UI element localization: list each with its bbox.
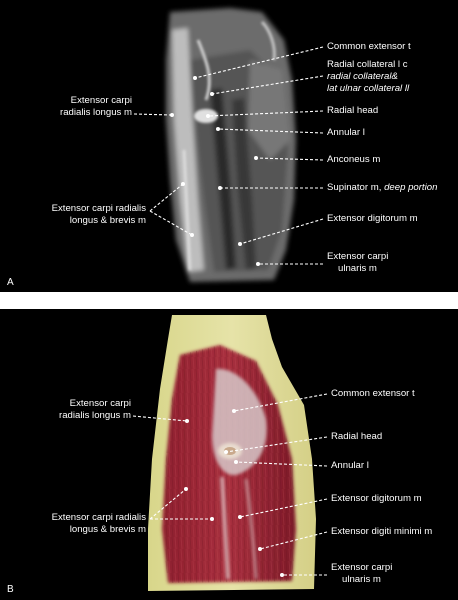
label-b-ecu-2: ulnaris m: [342, 574, 381, 585]
label-ecu-2: ulnaris m: [338, 263, 377, 274]
label-ecrl-1: Extensor carpi: [70, 95, 132, 106]
mri-image: [0, 0, 458, 292]
label-anconeus-m: Anconeus m: [327, 154, 381, 165]
panel-a-leader-lines: [133, 46, 324, 266]
panel-a-mri: Common extensor t Radial collateral l c …: [0, 0, 458, 292]
label-common-extensor-t: Common extensor t: [327, 41, 411, 52]
label-annular-l: Annular l: [327, 127, 365, 138]
label-radial-head: Radial head: [327, 105, 379, 116]
label-b-radial-head: Radial head: [331, 431, 383, 442]
panel-a-letter: A: [7, 277, 14, 288]
panel-b-leader-lines: [132, 393, 328, 577]
panel-b-section: Common extensor t Radial head Annular l …: [0, 309, 458, 600]
supinator-italic-text: deep portion: [384, 182, 438, 193]
label-ecu-1: Extensor carpi: [327, 251, 389, 262]
label-b-ecrl-1: Extensor carpi: [69, 398, 131, 409]
label-b-ecrlb-1: Extensor carpi radialis: [51, 512, 146, 523]
label-b-ecu-1: Extensor carpi: [331, 562, 393, 573]
panel-b-letter: B: [7, 584, 14, 595]
label-b-annular-l: Annular l: [331, 460, 369, 471]
label-b-extensor-digiti-minimi-m: Extensor digiti minimi m: [331, 526, 433, 537]
label-radial-collateral-2: radial collateral&: [327, 71, 398, 82]
label-radial-collateral-1: Radial collateral l c: [327, 59, 408, 70]
label-radial-collateral-3: lat ulnar collateral ll: [327, 83, 410, 94]
label-b-ecrl-2: radialis longus m: [59, 410, 131, 421]
anatomical-section-image: [0, 309, 458, 600]
label-ecrlb-1: Extensor carpi radialis: [51, 203, 146, 214]
label-extensor-digitorum-m: Extensor digitorum m: [327, 213, 418, 224]
label-ecrl-2: radialis longus m: [60, 107, 132, 118]
label-b-extensor-digitorum-m: Extensor digitorum m: [331, 493, 422, 504]
label-supinator-m: Supinator m, deep portion: [327, 182, 437, 194]
supinator-main-text: Supinator m,: [327, 182, 385, 193]
label-ecrlb-2: longus & brevis m: [69, 215, 146, 226]
label-b-ecrlb-2: longus & brevis m: [69, 524, 146, 535]
label-b-common-extensor-t: Common extensor t: [331, 388, 415, 399]
